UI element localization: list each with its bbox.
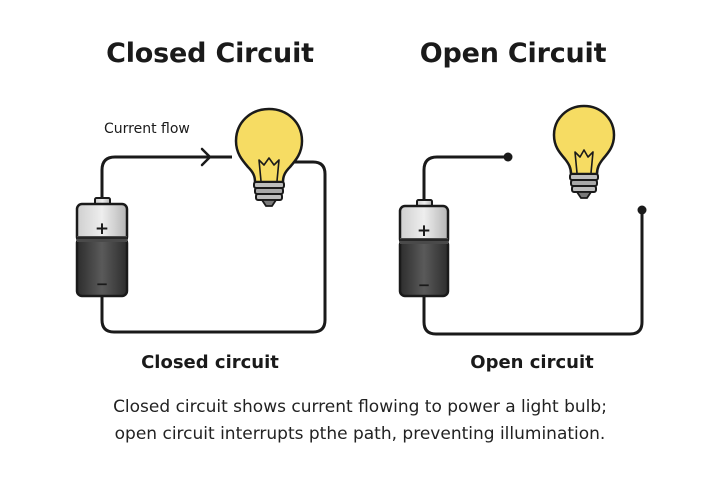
battery-icon: + −: [75, 197, 129, 298]
open-wire-end-right: [637, 205, 647, 215]
light-bulb-icon: [234, 107, 304, 207]
closed-circuit: + −: [75, 107, 327, 334]
open-wire-end-left: [503, 152, 513, 162]
light-bulb-icon: [552, 104, 616, 199]
open-circuit-wire-left: [422, 155, 508, 202]
caption: Closed circuit shows current flowing to …: [40, 394, 680, 448]
caption-line-1: Closed circuit shows current flowing to …: [113, 397, 607, 417]
caption-line-2: open circuit interrupts pthe path, preve…: [114, 424, 606, 444]
battery-plus-label: +: [417, 221, 431, 241]
current-flow-arrow-icon: [200, 147, 212, 167]
battery-minus-label: −: [418, 276, 431, 294]
battery-icon: + −: [398, 199, 450, 298]
open-circuit-wire-right: [422, 210, 644, 336]
open-circuit-label: Open circuit: [470, 352, 594, 373]
closed-circuit-wire-right: [100, 160, 327, 334]
open-circuit: + −: [398, 104, 647, 336]
open-circuit-title: Open Circuit: [419, 38, 607, 69]
closed-circuit-title: Closed Circuit: [106, 38, 314, 69]
closed-circuit-wire: [100, 155, 232, 200]
battery-minus-label: −: [96, 275, 109, 293]
current-flow-label: Current flow: [104, 121, 190, 137]
battery-plus-label: +: [95, 219, 109, 239]
closed-circuit-label: Closed circuit: [141, 352, 279, 373]
